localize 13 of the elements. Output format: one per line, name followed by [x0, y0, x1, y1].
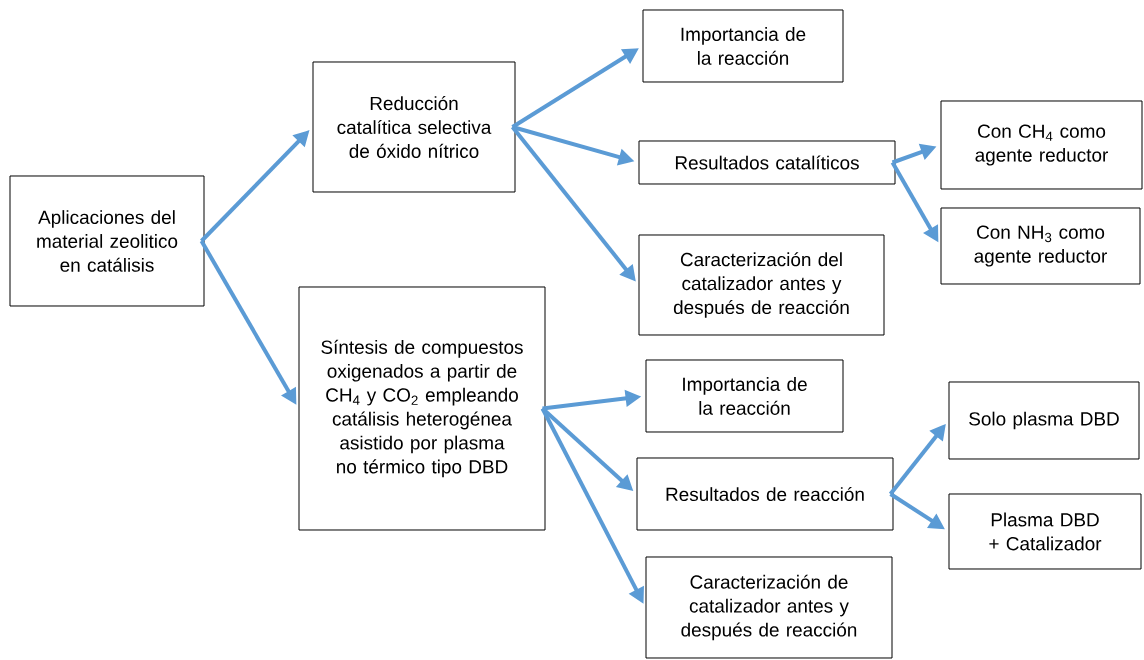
text-box: Caracterización del catalizador antes y después de reacción	[638, 234, 885, 336]
text-box: Con CH$_{4}$ como agente reductor	[940, 100, 1143, 190]
text-box: Caracterización de catalizador antes y después de reacción	[645, 556, 893, 659]
text-box: Importancia de la reacción	[642, 9, 844, 83]
text-box: Resultados de reacción	[636, 457, 894, 531]
text-box: Reducción catalítica selectiva de óxido nítrico	[312, 61, 516, 193]
text-box: Resultados catalíticos	[638, 140, 896, 185]
text-box: Solo plasma DBD	[948, 381, 1140, 460]
text-box: Con NH$_{3}$ como agente reductor	[940, 207, 1141, 285]
text-box: Síntesis de compuestos oxigenados a partir de CH$_{4}$ y CO$_{2}$ empleando catálisis heterogénea asistido por plasma no térmico tipo DBD	[298, 286, 546, 531]
text-box: Plasma DBD + Catalizador	[948, 493, 1142, 570]
text-box: Importancia de la reacción	[645, 359, 844, 433]
text-box: Aplicaciones del material zeolitico en catálisis	[9, 175, 205, 307]
